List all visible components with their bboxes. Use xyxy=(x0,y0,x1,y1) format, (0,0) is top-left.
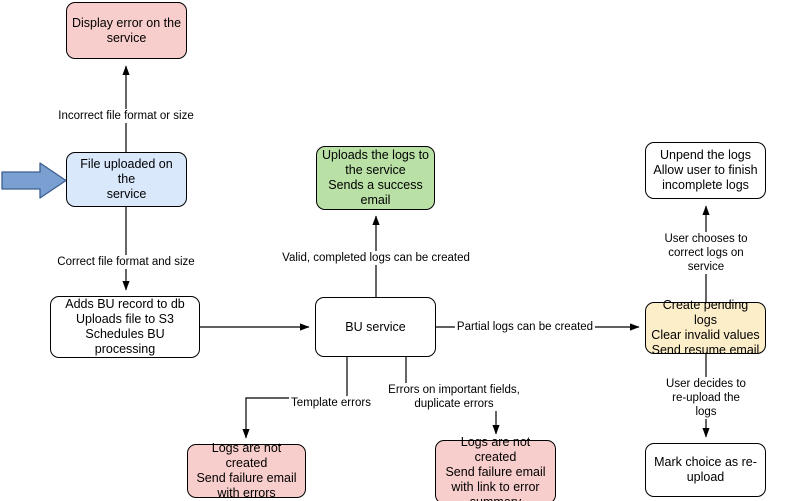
edge-label-errors-important-fields: Errors on important fields, duplicate er… xyxy=(386,383,522,411)
node-uploads-logs-success[interactable]: Uploads the logs to the service Sends a … xyxy=(316,146,435,210)
edge-label-partial-logs: Partial logs can be created xyxy=(454,320,596,334)
node-file-uploaded-on-service[interactable]: File uploaded on the service xyxy=(66,152,187,207)
edge-label-incorrect-file-format: Incorrect file format or size xyxy=(56,109,196,123)
node-bu-service[interactable]: BU service xyxy=(315,297,436,357)
node-logs-not-created-with-errors[interactable]: Logs are not created Send failure email … xyxy=(187,441,306,500)
node-display-error[interactable]: Display error on the service xyxy=(66,2,187,59)
node-create-pending-logs[interactable]: Create pending logs Clear invalid values… xyxy=(645,298,766,357)
edge-label-user-decides-reupload: User decides to re-upload the logs xyxy=(658,377,754,419)
node-logs-not-created-error-summary[interactable]: Logs are not created Send failure email … xyxy=(435,435,556,501)
edge-label-valid-completed-logs: Valid, completed logs can be created xyxy=(280,251,472,265)
edge-label-template-errors: Template errors xyxy=(289,396,373,410)
input-block-arrow xyxy=(1,162,67,199)
node-adds-bu-record[interactable]: Adds BU record to db Uploads file to S3 … xyxy=(50,296,200,358)
edge-label-user-chooses-correct-logs: User chooses to correct logs on service xyxy=(658,232,754,274)
node-mark-choice-reupload[interactable]: Mark choice as re- upload xyxy=(645,443,766,497)
node-unpend-logs[interactable]: Unpend the logs Allow user to finish inc… xyxy=(645,142,766,199)
edge-label-correct-file-format: Correct file format and size xyxy=(55,255,197,269)
